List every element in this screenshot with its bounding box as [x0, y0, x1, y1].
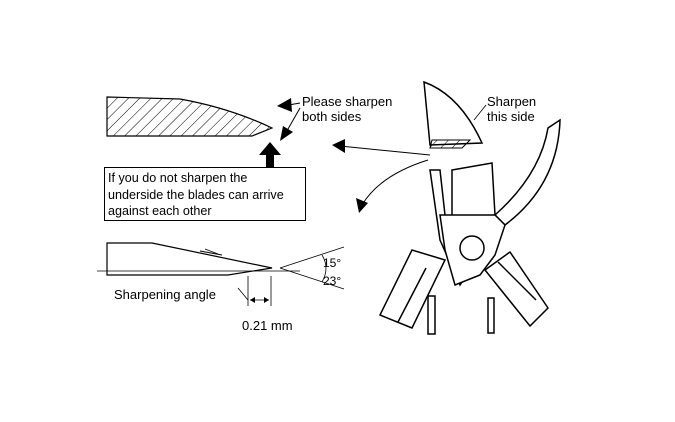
- tip-arrows: [277, 98, 301, 141]
- blade-cross-section: [106, 96, 274, 137]
- warning-line1: If you do not sharpen the: [108, 171, 248, 185]
- label-please-sharpen-line2: both sides: [302, 109, 362, 124]
- label-sharpen-this-side: Sharpen this side: [487, 94, 536, 124]
- warning-box: If you do not sharpen the underside the …: [104, 167, 306, 221]
- sharpening-profile: [97, 242, 345, 306]
- label-please-sharpen: Please sharpen both sides: [302, 94, 392, 124]
- warning-line2: underside the blades can arrive: [108, 187, 284, 202]
- label-angle-23: 23°: [323, 274, 342, 288]
- label-sharpen-line2: this side: [487, 109, 535, 124]
- label-angle-15: 15°: [323, 256, 342, 270]
- curved-arrows: [332, 139, 431, 213]
- label-please-sharpen-line1: Please sharpen: [302, 94, 393, 109]
- label-distance: 0.21 mm: [242, 318, 293, 333]
- warning-line3: against each other: [108, 204, 212, 218]
- label-sharpen-line1: Sharpen: [487, 94, 537, 109]
- blade-piece: [423, 80, 487, 149]
- pliers-drawing: [378, 118, 561, 335]
- up-arrow-icon: [259, 142, 281, 168]
- label-sharpening-angle: Sharpening angle: [114, 287, 216, 302]
